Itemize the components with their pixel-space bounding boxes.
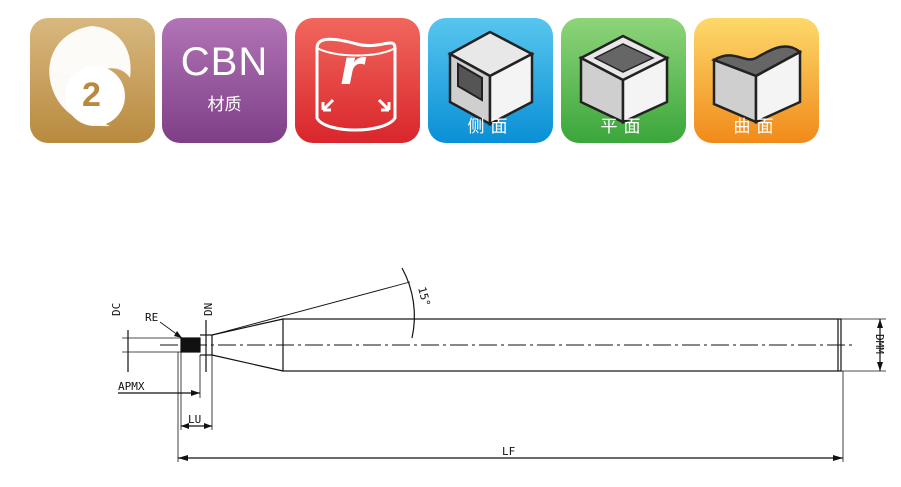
lf-arrow-right bbox=[833, 455, 843, 461]
taper-lower-edge bbox=[211, 354, 284, 372]
apmx-arrow bbox=[191, 390, 200, 396]
taper-angle-label: 15° bbox=[415, 285, 433, 308]
dc-label: DC bbox=[110, 303, 123, 316]
dmm-arrow-bottom bbox=[877, 362, 883, 371]
curve-cube-icon bbox=[711, 45, 803, 124]
curve-label: 曲面 bbox=[733, 117, 780, 136]
dmm-arrow-top bbox=[877, 319, 883, 328]
angle-arc bbox=[401, 267, 415, 339]
re-arrow bbox=[174, 331, 182, 338]
dn-label: DN bbox=[202, 303, 215, 316]
lu-arrow-left bbox=[181, 423, 189, 429]
side-label: 侧面 bbox=[467, 117, 514, 136]
lf-label: LF bbox=[502, 445, 515, 458]
flute-count: 2 bbox=[82, 76, 101, 114]
cylinder-icon bbox=[315, 37, 397, 132]
flat-cube-icon bbox=[578, 34, 670, 124]
lf-arrow-left bbox=[178, 455, 188, 461]
re-label: RE bbox=[145, 311, 158, 324]
apmx-label: APMX bbox=[118, 380, 145, 393]
lu-arrow-right bbox=[204, 423, 212, 429]
material-label: 材质 bbox=[207, 95, 242, 114]
side-machining-badge: 侧面 bbox=[428, 18, 553, 143]
radius-symbol: r bbox=[340, 40, 364, 96]
taper-angle-line bbox=[211, 281, 411, 336]
flute-count-badge: 2 bbox=[30, 18, 155, 143]
flat-label: 平面 bbox=[600, 117, 647, 136]
side-cube-icon bbox=[447, 30, 535, 127]
taper-upper-edge bbox=[211, 318, 284, 336]
corner-radius-badge: r bbox=[295, 18, 420, 143]
material-name: CBN bbox=[180, 40, 269, 84]
dmm-label: DMM bbox=[873, 334, 886, 354]
flute-swirl-icon bbox=[49, 26, 131, 127]
flat-machining-badge: 平面 bbox=[561, 18, 686, 143]
curved-machining-badge: 曲面 bbox=[694, 18, 819, 143]
material-badge: CBN 材质 bbox=[162, 18, 287, 143]
lu-label: LU bbox=[188, 413, 201, 426]
